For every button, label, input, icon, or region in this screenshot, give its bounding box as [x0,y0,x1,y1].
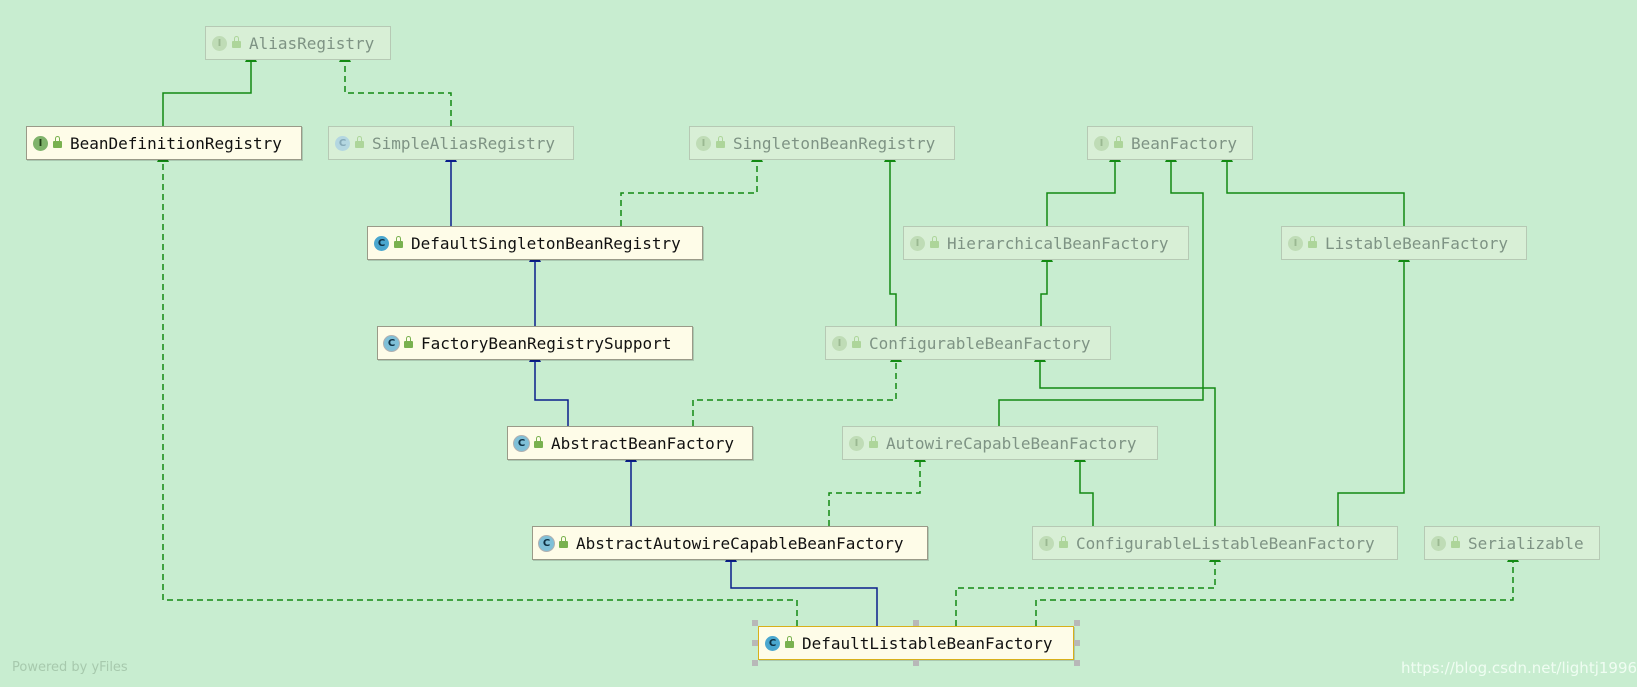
edge-SimpleAliasRegistry-to-AliasRegistry[interactable] [339,50,452,126]
node-label: DefaultSingletonBeanRegistry [411,233,681,253]
edge-DefaultListableBeanFactory-to-ConfigurableListableBeanFactory[interactable] [955,550,1221,626]
node-label: ConfigurableListableBeanFactory [1076,533,1375,553]
interface-icon: I [212,35,227,51]
node-listable-bean-factory[interactable]: I ListableBeanFactory [1281,226,1527,260]
public-lock-icon [534,436,543,448]
public-lock-icon [355,136,364,148]
node-bean-factory[interactable]: I BeanFactory [1087,126,1253,160]
interface-icon: I [910,235,925,251]
class-icon: C [765,635,780,651]
public-lock-icon [394,236,403,248]
edge-HierarchicalBeanFactory-to-BeanFactory[interactable] [1046,150,1121,226]
interface-icon: I [696,135,711,151]
edge-DefaultSingletonBeanRegistry-to-SingletonBeanRegistry[interactable] [620,150,763,226]
selection-handle-bottom[interactable] [913,660,919,666]
node-factory-bean-registry-support[interactable]: C FactoryBeanRegistrySupport [377,326,693,360]
edge-AbstractBeanFactory-to-FactoryBeanRegistrySupport[interactable] [529,350,569,426]
node-label: AbstractAutowireCapableBeanFactory [576,533,904,553]
abstract-class-icon: C [539,535,554,551]
public-lock-icon [785,636,794,648]
selection-handle-top[interactable] [913,620,919,626]
node-default-singleton-bean-registry[interactable]: C DefaultSingletonBeanRegistry [367,226,703,260]
node-alias-registry[interactable]: I AliasRegistry [205,26,391,60]
public-lock-icon [1114,136,1123,148]
node-label: SimpleAliasRegistry [372,133,556,153]
node-abstract-bean-factory[interactable]: C AbstractBeanFactory [507,426,753,460]
node-bean-definition-registry[interactable]: I BeanDefinitionRegistry [26,126,302,160]
node-configurable-listable-bean-factory[interactable]: I ConfigurableListableBeanFactory [1032,526,1398,560]
interface-icon: I [832,335,847,351]
node-abstract-autowire-capable-bean-factory[interactable]: C AbstractAutowireCapableBeanFactory [532,526,928,560]
public-lock-icon [1059,536,1068,548]
public-lock-icon [404,336,413,348]
node-label: HierarchicalBeanFactory [947,233,1169,253]
node-label: AliasRegistry [249,33,375,53]
node-label: FactoryBeanRegistrySupport [421,333,672,353]
public-lock-icon [1451,536,1460,548]
selection-handle-bottom-left[interactable] [752,660,758,666]
selection-handle-right[interactable] [1074,640,1080,646]
node-label: BeanFactory [1131,133,1237,153]
node-label: DefaultListableBeanFactory [802,633,1053,653]
node-serializable[interactable]: I Serializable [1424,526,1600,560]
node-simple-alias-registry[interactable]: C SimpleAliasRegistry [328,126,574,160]
edge-DefaultListableBeanFactory-to-BeanDefinitionRegistry[interactable] [157,150,798,626]
abstract-class-icon: C [384,335,399,351]
public-lock-icon [1308,236,1317,248]
public-lock-icon [930,236,939,248]
node-label: Serializable [1468,533,1584,553]
interface-icon: I [1288,235,1303,251]
selection-handle-top-left[interactable] [752,620,758,626]
edge-ConfigurableListableBeanFactory-to-ListableBeanFactory[interactable] [1337,250,1410,526]
edge-AbstractBeanFactory-to-ConfigurableBeanFactory[interactable] [692,350,902,426]
edge-ConfigurableBeanFactory-to-HierarchicalBeanFactory[interactable] [1040,250,1053,326]
public-lock-icon [852,336,861,348]
edge-AbstractAutowireCapableBeanFactory-to-AutowireCapableBeanFactory[interactable] [828,450,926,526]
public-lock-icon [559,536,568,548]
node-label: BeanDefinitionRegistry [70,133,282,153]
node-hierarchical-bean-factory[interactable]: I HierarchicalBeanFactory [903,226,1189,260]
interface-icon: I [1431,535,1446,551]
interface-icon: I [1039,535,1054,551]
node-configurable-bean-factory[interactable]: I ConfigurableBeanFactory [825,326,1111,360]
node-autowire-capable-bean-factory[interactable]: I AutowireCapableBeanFactory [842,426,1158,460]
selection-handle-bottom-right[interactable] [1074,660,1080,666]
edge-ConfigurableListableBeanFactory-to-ConfigurableBeanFactory[interactable] [1034,350,1216,526]
edge-ConfigurableBeanFactory-to-SingletonBeanRegistry[interactable] [884,150,897,326]
node-label: SingletonBeanRegistry [733,133,936,153]
edge-DefaultListableBeanFactory-to-Serializable[interactable] [1035,550,1519,626]
selection-handle-top-right[interactable] [1074,620,1080,626]
public-lock-icon [716,136,725,148]
interface-icon: I [849,435,864,451]
public-lock-icon [869,436,878,448]
abstract-class-icon: C [514,435,529,451]
node-singleton-bean-registry[interactable]: I SingletonBeanRegistry [689,126,955,160]
node-label: ListableBeanFactory [1325,233,1509,253]
edge-AutowireCapableBeanFactory-to-BeanFactory[interactable] [998,150,1204,426]
interface-icon: I [1094,135,1109,151]
edge-DefaultListableBeanFactory-to-AbstractAutowireCapableBeanFactory[interactable] [725,550,878,626]
node-label: AutowireCapableBeanFactory [886,433,1137,453]
powered-by-text: Powered by yFiles [12,660,128,675]
interface-icon: I [33,135,48,151]
edge-BeanDefinitionRegistry-to-AliasRegistry[interactable] [162,50,257,126]
class-icon: C [335,135,350,151]
public-lock-icon [53,136,62,148]
edge-ListableBeanFactory-to-BeanFactory[interactable] [1221,150,1405,226]
edge-ConfigurableListableBeanFactory-to-AutowireCapableBeanFactory[interactable] [1074,450,1094,526]
class-icon: C [374,235,389,251]
node-label: ConfigurableBeanFactory [869,333,1091,353]
watermark-text: https://blog.csdn.net/lightj1996 [1401,659,1637,677]
node-default-listable-bean-factory[interactable]: C DefaultListableBeanFactory [758,626,1074,660]
selection-handle-left[interactable] [752,640,758,646]
public-lock-icon [232,36,241,48]
node-label: AbstractBeanFactory [551,433,735,453]
